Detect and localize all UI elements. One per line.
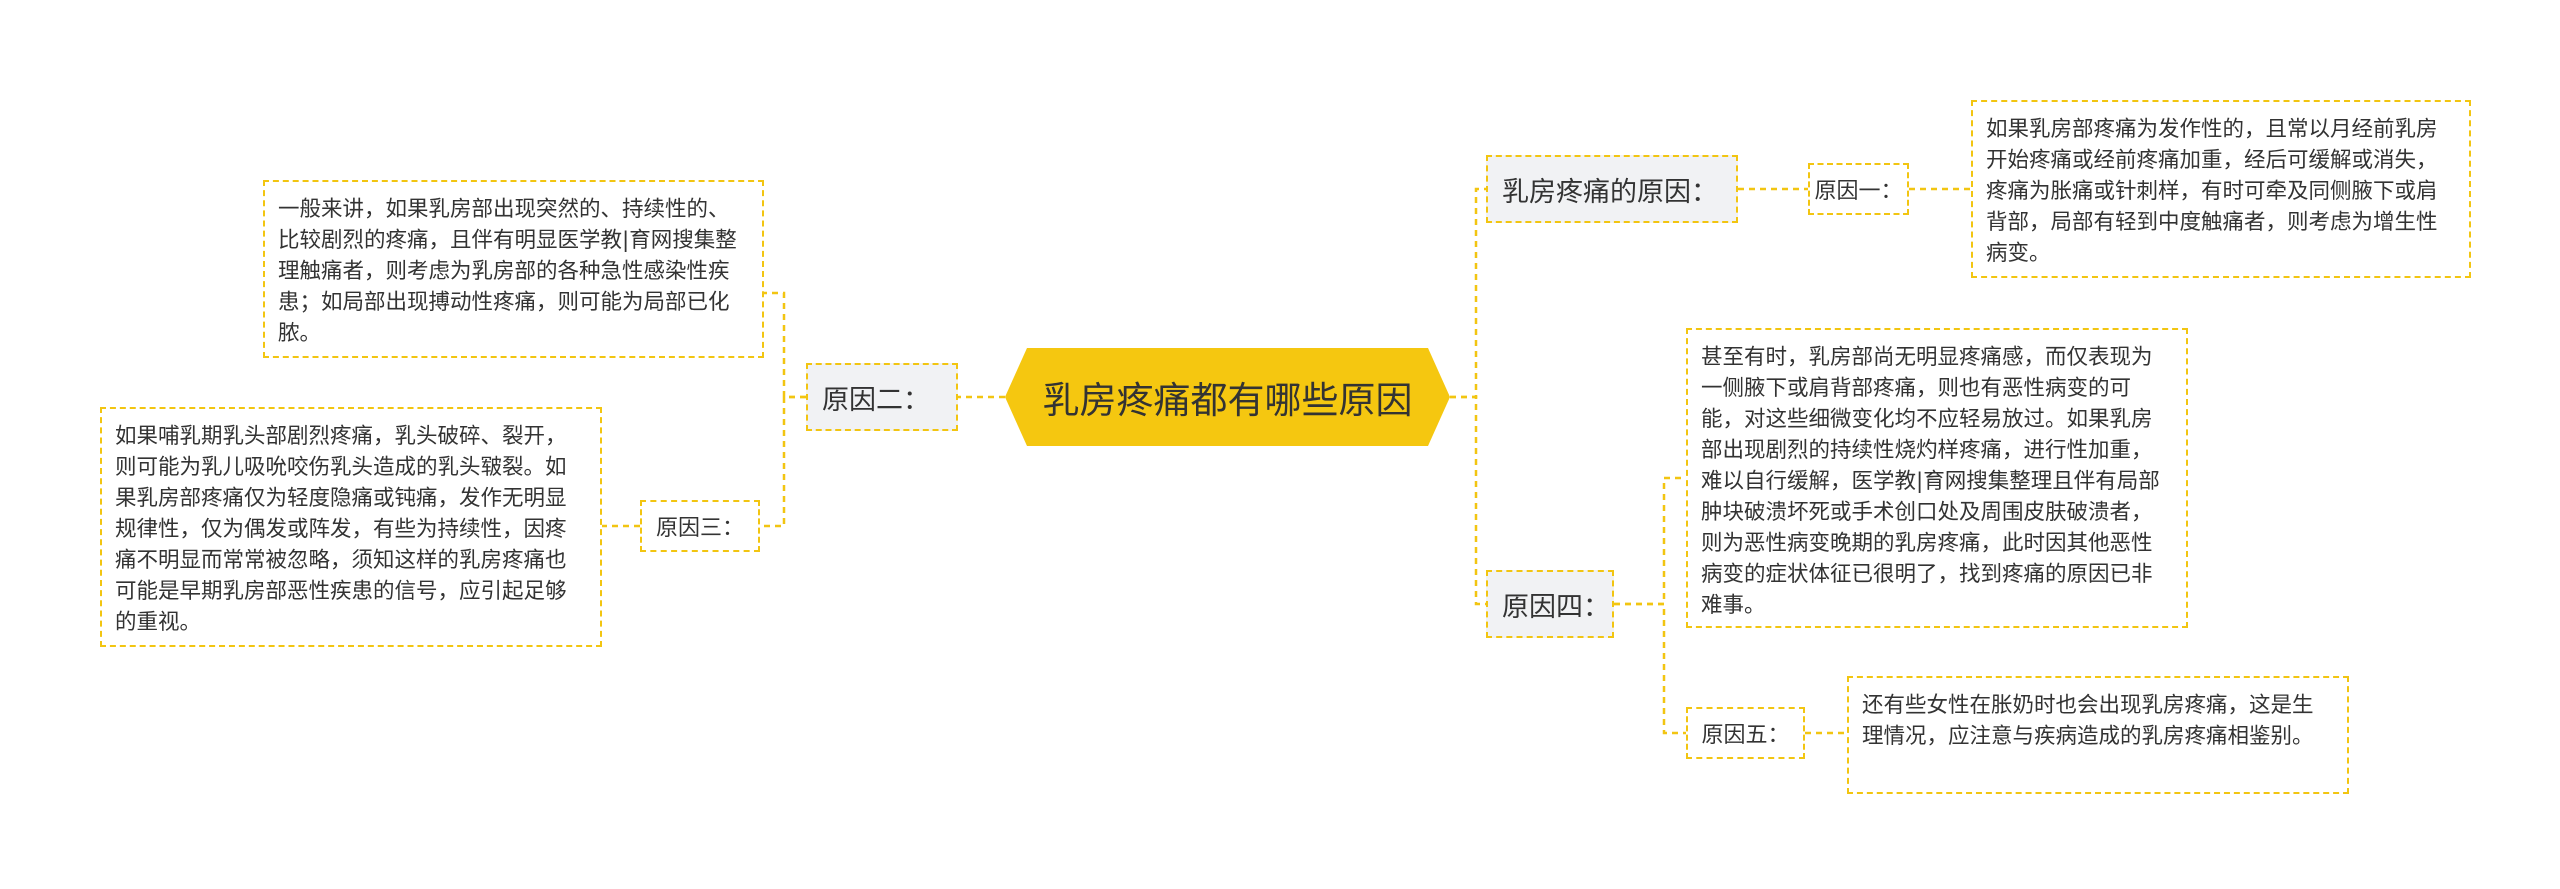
link-b2-d2 bbox=[764, 291, 806, 399]
detail-text: 一般来讲，如果乳房部出现突然的、持续性的、比较剧烈的疼痛，且伴有明显医学教|育网… bbox=[278, 197, 737, 346]
branch-cause-four[interactable]: 原因四： bbox=[1486, 570, 1614, 638]
branch-label: 原因二： bbox=[822, 384, 930, 416]
detail-text: 如果哺乳期乳头部剧烈疼痛，乳头破碎、裂开，则可能为乳儿吸吮咬伤乳头造成的乳头皲裂… bbox=[115, 424, 567, 635]
detail-text: 甚至有时，乳房部尚无明显疼痛感，而仅表现为一侧腋下或肩背部疼痛，则也有恶性病变的… bbox=[1701, 345, 2160, 618]
link-b4-d4 bbox=[1614, 476, 1686, 606]
branch-breast-pain-causes[interactable]: 乳房疼痛的原因： bbox=[1486, 155, 1738, 223]
sub-cause-five[interactable]: 原因五： bbox=[1686, 707, 1805, 759]
branch-label: 原因四： bbox=[1502, 591, 1610, 623]
sub-label: 原因一： bbox=[1814, 179, 1903, 204]
central-topic-label: 乳房疼痛都有哪些原因 bbox=[1042, 379, 1413, 422]
detail-text: 还有些女性在胀奶时也会出现乳房疼痛，这是生理情况，应注意与疾病造成的乳房疼痛相鉴… bbox=[1862, 693, 2314, 749]
detail-cause-one[interactable]: 如果乳房部疼痛为发作性的，且常以月经前乳房开始疼痛或经前疼痛加重，经后可缓解或消… bbox=[1971, 100, 2471, 278]
detail-cause-five[interactable]: 还有些女性在胀奶时也会出现乳房疼痛，这是生理情况，应注意与疾病造成的乳房疼痛相鉴… bbox=[1847, 676, 2349, 794]
link-central-b4 bbox=[1450, 395, 1486, 606]
detail-cause-two[interactable]: 一般来讲，如果乳房部出现突然的、持续性的、比较剧烈的疼痛，且伴有明显医学教|育网… bbox=[263, 180, 764, 358]
sub-label: 原因三： bbox=[655, 516, 744, 541]
central-topic[interactable]: 乳房疼痛都有哪些原因 bbox=[1005, 348, 1450, 446]
detail-cause-four[interactable]: 甚至有时，乳房部尚无明显疼痛感，而仅表现为一侧腋下或肩背部疼痛，则也有恶性病变的… bbox=[1686, 328, 2188, 628]
sub-cause-three[interactable]: 原因三： bbox=[640, 500, 760, 552]
central-hexagon-shape bbox=[1005, 348, 1450, 446]
detail-cause-three[interactable]: 如果哺乳期乳头部剧烈疼痛，乳头破碎、裂开，则可能为乳儿吸吮咬伤乳头造成的乳头皲裂… bbox=[100, 407, 602, 647]
detail-text: 如果乳房部疼痛为发作性的，且常以月经前乳房开始疼痛或经前疼痛加重，经后可缓解或消… bbox=[1986, 117, 2438, 266]
link-central-b1 bbox=[1450, 187, 1486, 399]
branch-label: 乳房疼痛的原因： bbox=[1502, 176, 1718, 208]
branch-cause-two[interactable]: 原因二： bbox=[806, 363, 958, 431]
link-b4-s5 bbox=[1614, 602, 1686, 735]
sub-label: 原因五： bbox=[1701, 723, 1790, 748]
sub-cause-one[interactable]: 原因一： bbox=[1808, 163, 1909, 215]
link-b2-s3 bbox=[760, 395, 806, 528]
